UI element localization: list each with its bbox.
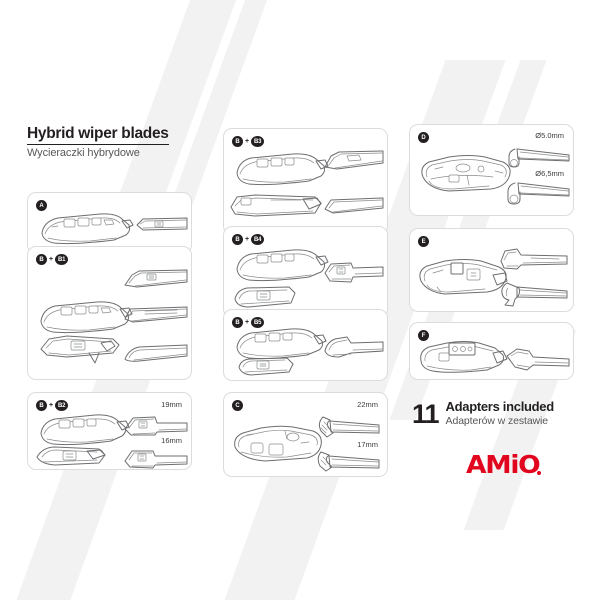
dimension-22mm: 22mm — [357, 400, 378, 409]
badge-b: B — [232, 136, 243, 147]
adapters-count: 11 — [412, 398, 440, 429]
badge-b5: B5 — [251, 317, 265, 328]
dimension-diameter-65mm: Ø6,5mm — [535, 169, 564, 178]
plus-symbol: + — [245, 236, 250, 243]
plus-symbol: + — [49, 256, 54, 263]
panel-b-b3-illustration — [230, 150, 384, 217]
dimension-17mm: 17mm — [357, 440, 378, 449]
plus-symbol: + — [49, 402, 54, 409]
adapters-label-pl: Adapterów w zestawie — [445, 414, 549, 427]
plus-symbol: + — [245, 138, 250, 145]
panel-b-b2-badges: B + B2 — [36, 400, 69, 411]
panel-c-illustration — [234, 416, 380, 472]
badge-b: B — [36, 254, 47, 265]
panel-b-b1-illustration — [40, 269, 188, 364]
badge-c: C — [232, 400, 243, 411]
panel-d-illustration — [421, 148, 570, 205]
panel-b-b5-badges: B + B5 — [232, 317, 265, 328]
panel-b-b4-badges: B + B4 — [232, 234, 265, 245]
panel-b-b3[interactable]: B + B3 — [223, 128, 388, 235]
badge-b: B — [232, 234, 243, 245]
badge-b: B — [36, 400, 47, 411]
panel-e[interactable]: E — [409, 228, 574, 312]
panel-b-b4-illustration — [234, 249, 384, 308]
adapters-text: Adapters included Adapterów w zestawie — [445, 399, 555, 428]
page-subtitle: Wycieraczki hybrydowe — [27, 147, 140, 159]
plus-symbol: + — [245, 319, 250, 326]
adapters-included-block: 11 Adapters included Adapterów w zestawi… — [412, 398, 555, 429]
panel-c[interactable]: C 22mm 17mm — [223, 392, 388, 477]
badge-b4: B4 — [251, 234, 265, 245]
badge-a: A — [36, 200, 47, 211]
badge-b2: B2 — [55, 400, 69, 411]
panel-b-b1-badges: B + B1 — [36, 254, 69, 265]
panel-b-b4[interactable]: B + B4 — [223, 226, 388, 318]
badge-b1: B1 — [55, 254, 69, 265]
adapters-label-en: Adapters included — [445, 399, 555, 414]
page-title-block: Hybrid wiper blades Wycieraczki hybrydow… — [27, 125, 227, 159]
dimension-diameter-5mm: Ø5.0mm — [535, 131, 564, 140]
amio-logo-text: AMiO — [466, 450, 541, 479]
panel-b-b1[interactable]: B + B1 — [27, 246, 192, 380]
badge-b3: B3 — [251, 136, 265, 147]
panel-b-b5-illustration — [236, 328, 384, 376]
panel-b-b2[interactable]: B + B2 19mm 16mm — [27, 392, 192, 470]
amio-logo: AMiO — [466, 450, 542, 479]
panel-a-badges: A — [36, 200, 47, 211]
panel-c-badges: C — [232, 400, 243, 411]
panel-b-b5[interactable]: B + B5 — [223, 309, 388, 381]
panel-f[interactable]: F — [409, 322, 574, 380]
dimension-16mm: 16mm — [161, 436, 182, 445]
panel-a[interactable]: A — [27, 192, 192, 254]
panel-d[interactable]: D Ø5.0mm Ø6,5mm — [409, 124, 574, 216]
page-title: Hybrid wiper blades — [27, 125, 169, 145]
panel-b-b2-illustration — [36, 414, 188, 469]
panel-e-illustration — [419, 248, 568, 307]
badge-b: B — [232, 317, 243, 328]
dimension-19mm: 19mm — [161, 400, 182, 409]
panel-f-illustration — [420, 341, 570, 373]
panel-b-b3-badges: B + B3 — [232, 136, 265, 147]
